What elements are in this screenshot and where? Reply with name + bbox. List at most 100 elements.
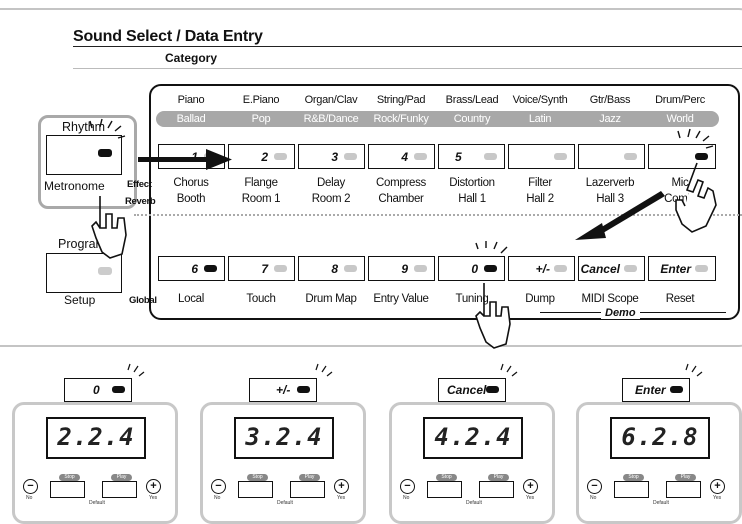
play-button [666, 481, 701, 498]
minus-icon: − [400, 479, 415, 494]
category-heading: Category [165, 51, 218, 65]
key-4[interactable]: 4 [368, 144, 435, 169]
rhythm-highlight [38, 115, 137, 209]
metronome-label: Metronome [44, 179, 105, 193]
category-gtr-bass: Gtr/Bass [589, 94, 631, 106]
style-ballad: Ballad [176, 113, 206, 125]
pointing-hand-icon [91, 196, 127, 259]
rhythm-button[interactable] [46, 135, 122, 175]
play-button [290, 481, 325, 498]
control-panel [0, 8, 742, 347]
setup-label: Setup [64, 293, 96, 307]
style-pop: Pop [251, 113, 271, 125]
led [695, 265, 708, 272]
play-button [479, 481, 514, 498]
led [554, 265, 567, 272]
lcd-display: 3.2.4 [234, 417, 334, 459]
reverb-booth: Booth [176, 193, 206, 205]
lcd-display: 2.2.4 [46, 417, 146, 459]
key-9[interactable]: 9 [368, 256, 435, 281]
device-step-4: 6.2.8 − No Stop Play + Yes Default [576, 402, 742, 524]
key-6-top[interactable] [508, 144, 575, 169]
key-3[interactable]: 3 [298, 144, 365, 169]
key-7-top[interactable] [578, 144, 645, 169]
led [344, 265, 357, 272]
effect-lazerverb: Lazerverb [585, 177, 635, 189]
effect-compress: Compress [375, 177, 426, 189]
stop-button [427, 481, 462, 498]
reverb-chamber: Chamber [378, 193, 424, 205]
led [624, 153, 637, 160]
key-8-top[interactable] [648, 144, 716, 169]
global-entry-value: Entry Value [373, 293, 429, 305]
effect-chorus: Chorus [173, 177, 209, 189]
led [274, 153, 287, 160]
arrow-diagonal-icon [575, 191, 665, 240]
rhythm-led [98, 149, 112, 157]
key-7[interactable]: 7 [228, 256, 295, 281]
device-step-2: 3.2.4 − No Stop Play + Yes Default [200, 402, 366, 524]
cancel-button[interactable]: Cancel [578, 256, 645, 281]
light-rays-icon [89, 118, 714, 254]
global-local: Local [178, 293, 204, 305]
section-title: Sound Select / Data Entry [73, 28, 263, 45]
effect-distortion: Distortion [449, 177, 495, 189]
category-string-pad: String/Pad [376, 94, 426, 106]
enter-button[interactable]: Enter [648, 256, 716, 281]
led-on [695, 153, 708, 160]
key-5[interactable]: 5 [438, 144, 505, 169]
demo-label: Demo [601, 307, 640, 319]
style-world: World [666, 113, 694, 125]
plus-icon: + [710, 479, 725, 494]
reverb-room2: Room 2 [311, 193, 351, 205]
stop-button [50, 481, 85, 498]
category-brass-lead: Brass/Lead [445, 94, 499, 106]
step-key-enter: Enter [622, 378, 690, 402]
step-key-0: 0 [64, 378, 132, 402]
title-rule [73, 46, 742, 47]
plus-icon: + [146, 479, 161, 494]
category-piano: Piano [177, 94, 205, 106]
effect-filter: Filter [528, 177, 552, 189]
device-step-3: 4.2.4 − No Stop Play + Yes Default [389, 402, 555, 524]
program-button[interactable] [46, 253, 122, 293]
led [344, 153, 357, 160]
led-on [297, 386, 310, 393]
key-6[interactable]: 6 [158, 256, 225, 281]
program-led [98, 267, 112, 275]
global-reset: Reset [665, 293, 695, 305]
program-label: Program [58, 237, 106, 251]
led [274, 265, 287, 272]
lcd-display: 6.2.8 [610, 417, 710, 459]
popup-ray-icon [127, 363, 703, 377]
led-on [112, 386, 125, 393]
led-on [484, 265, 497, 272]
plus-icon: + [523, 479, 538, 494]
reverb-hall3: Hall 3 [596, 193, 624, 205]
plus-icon: + [334, 479, 349, 494]
plus-minus-button[interactable]: +/- [508, 256, 575, 281]
pointing-hand-icon [675, 162, 717, 233]
global-touch: Touch [246, 293, 276, 305]
minus-icon: − [211, 479, 226, 494]
led [414, 153, 427, 160]
effect-delay: Delay [317, 177, 345, 189]
key-2[interactable]: 2 [228, 144, 295, 169]
reverb-label: Reverb [125, 196, 156, 207]
key-8[interactable]: 8 [298, 256, 365, 281]
led [484, 153, 497, 160]
key-0[interactable]: 0 [438, 256, 505, 281]
style-country: Country [453, 113, 491, 125]
step-key-cancel: Cancel [438, 378, 506, 402]
led [554, 153, 567, 160]
category-drum-perc: Drum/Perc [655, 94, 705, 106]
rhythm-label: Rhythm [62, 120, 106, 134]
reverb-hall1: Hall 1 [458, 193, 486, 205]
global-label: Global [129, 295, 157, 306]
category-rule [73, 68, 742, 69]
stop-button [614, 481, 649, 498]
step-key-plus-minus: +/- [249, 378, 317, 402]
category-epiano: E.Piano [242, 94, 280, 106]
style-rock-funky: Rock/Funky [373, 113, 429, 125]
